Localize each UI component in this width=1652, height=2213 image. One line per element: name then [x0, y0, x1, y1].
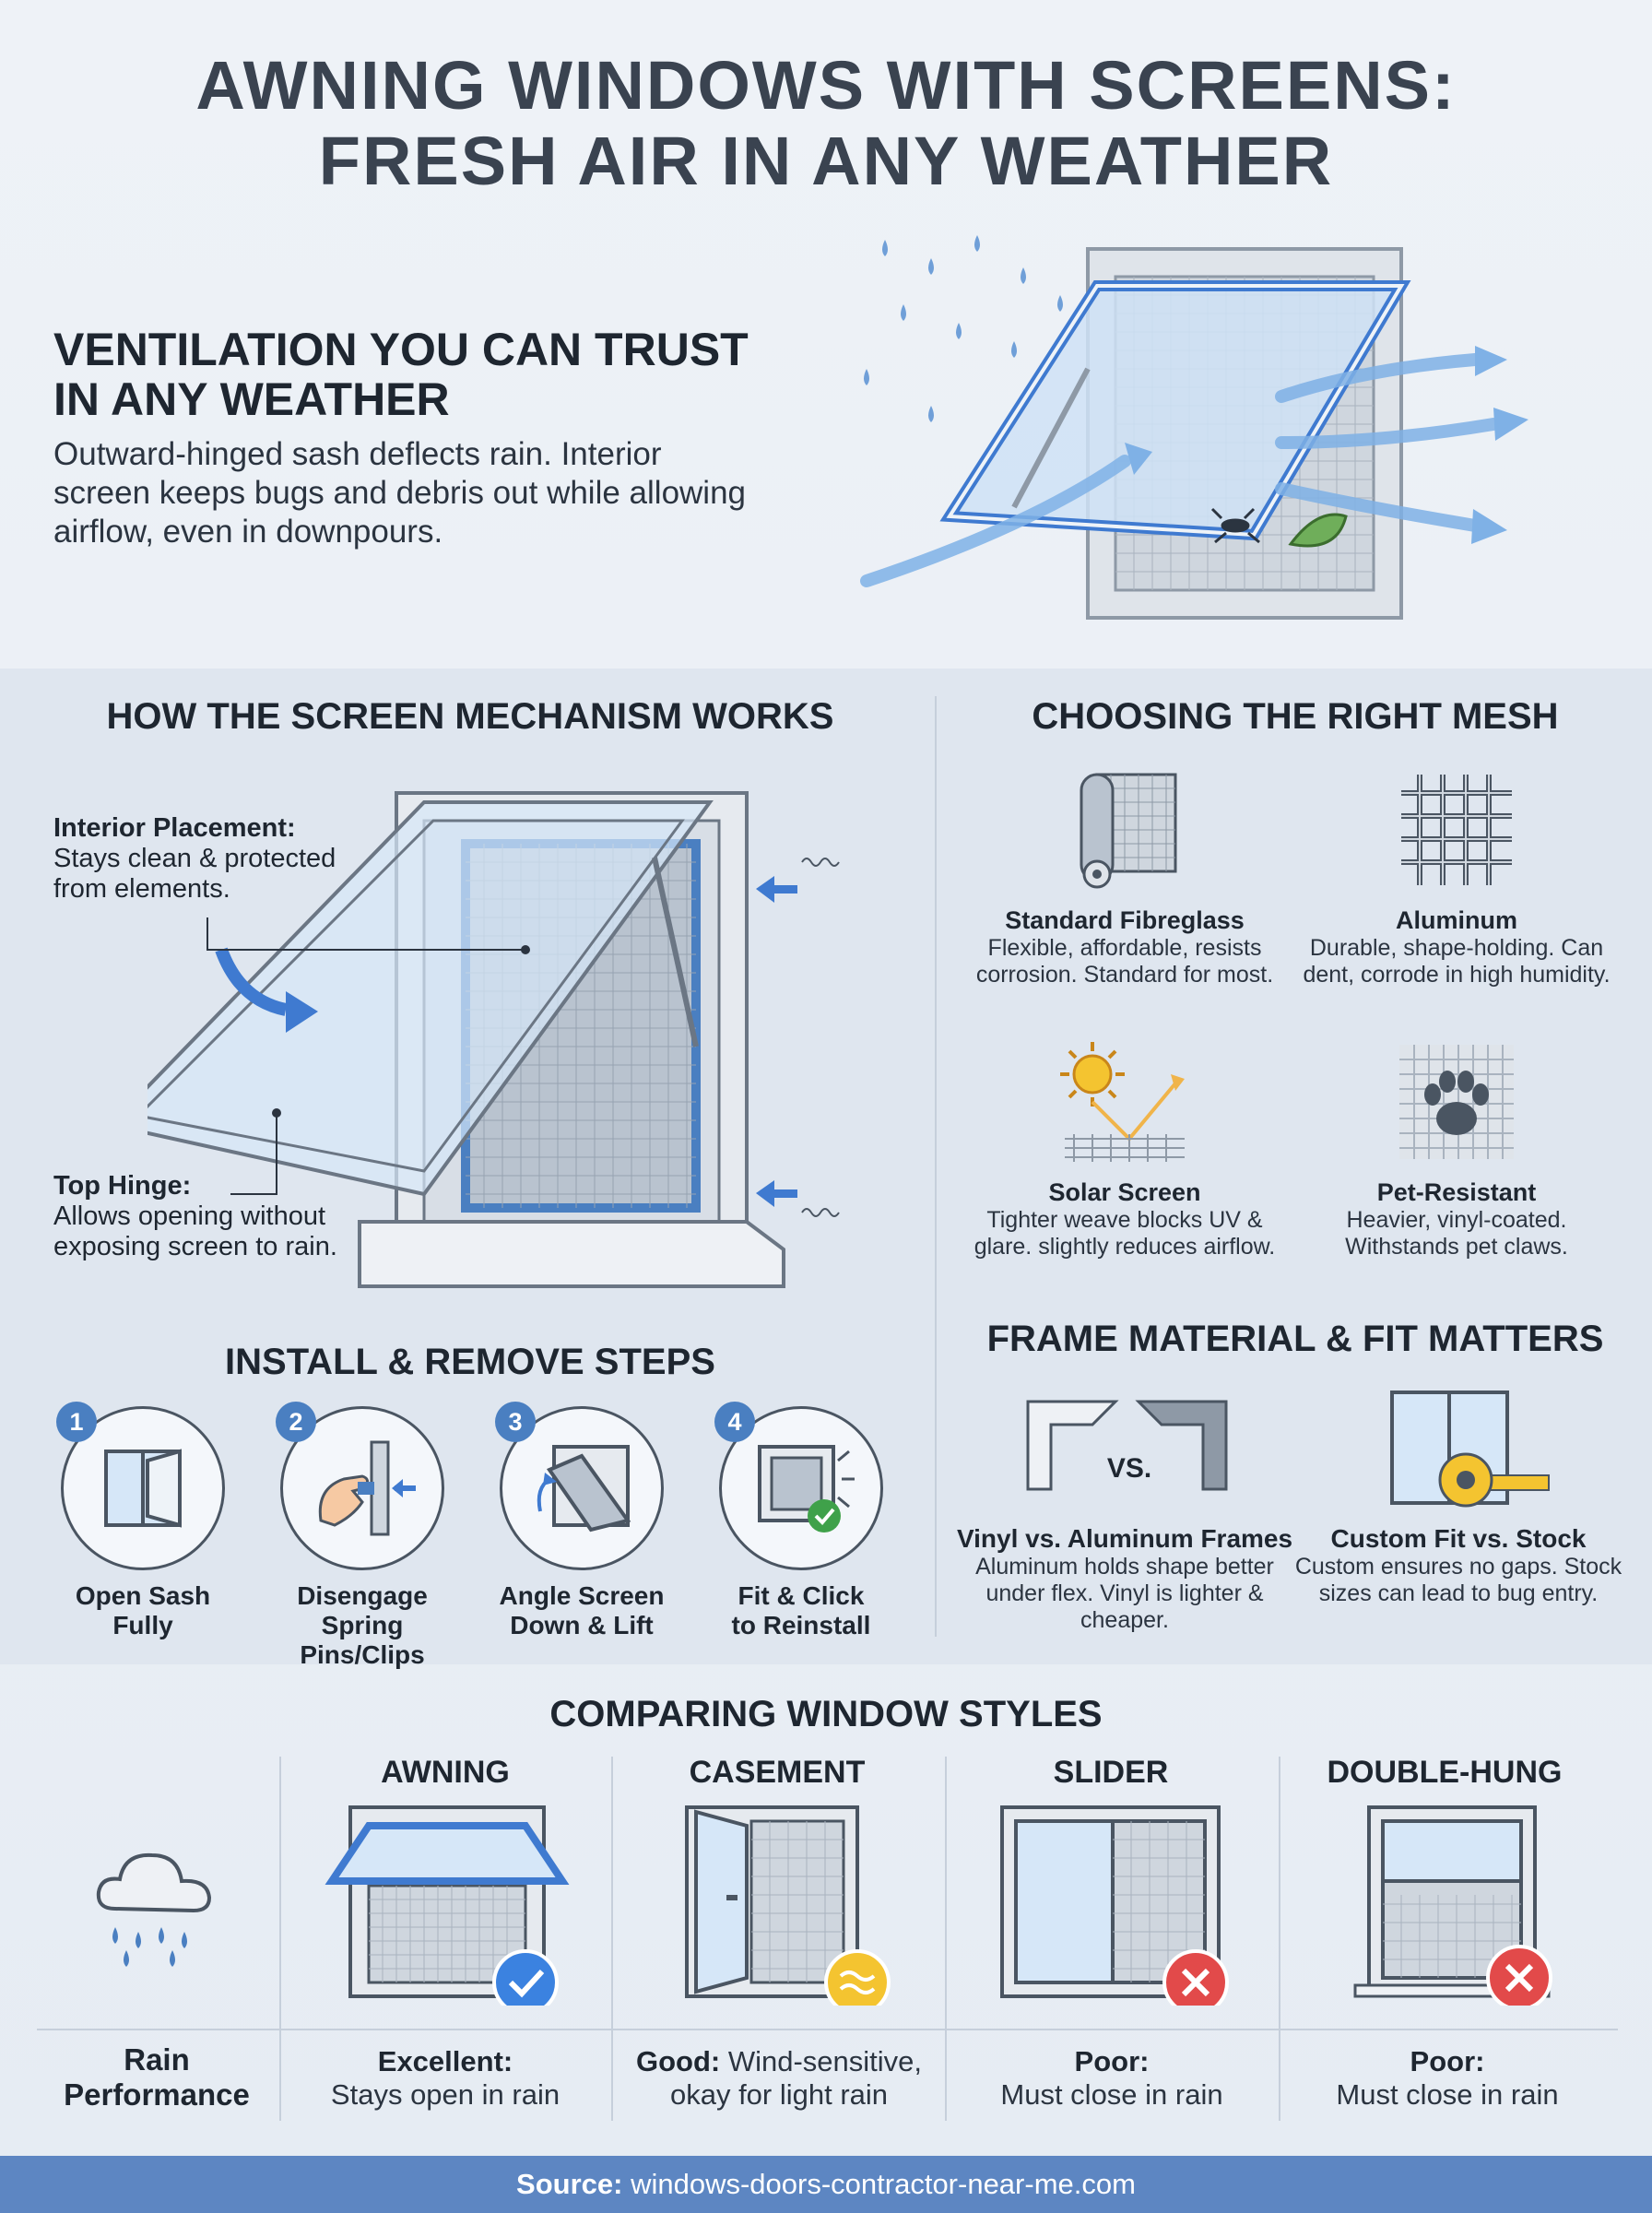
- hero-heading: VENTILATION YOU CAN TRUST IN ANY WEATHER: [53, 325, 809, 424]
- frame-item-name: Custom Fit vs. Stock: [1330, 1524, 1587, 1553]
- install-step-2: 2 Disengage Spring Pins/Clips: [256, 1402, 468, 1670]
- mesh-item-aluminum: Aluminum Durable, shape-holding. Can den…: [1295, 761, 1618, 988]
- install-title: INSTALL & REMOVE STEPS: [225, 1342, 715, 1382]
- page-title-line1: AWNING WINDOWS WITH SCREENS:: [195, 47, 1457, 124]
- rating-double-hung: Poor: Must close in rain: [1336, 2045, 1559, 2111]
- step-label: Open Sash Fully: [75, 1581, 211, 1639]
- frame-corners-icon: [1026, 1400, 1228, 1491]
- callout-interior-text: Stays clean & protected from elements.: [53, 844, 336, 904]
- section-divider: [935, 696, 937, 1637]
- mesh-item-pet: Pet-Resistant Heavier, vinyl-coated. Wit…: [1295, 1033, 1618, 1260]
- rating-awning: Excellent: Stays open in rain: [330, 2045, 560, 2111]
- raindrops-icon: [864, 235, 1063, 422]
- column-header-slider: SLIDER: [1053, 1755, 1169, 1790]
- mesh-item-fibreglass: Standard Fibreglass Flexible, affordable…: [963, 761, 1286, 988]
- frame-item-name: Vinyl vs. Aluminum Frames: [956, 1524, 1293, 1553]
- casement-window-icon: [685, 1805, 891, 2006]
- mesh-desc: Tighter weave blocks UV & glare. slightl…: [974, 1207, 1276, 1260]
- bug-icon: [1210, 507, 1260, 544]
- callout-hinge-text: Allows opening without exposing screen t…: [53, 1201, 337, 1261]
- callout-hinge: Top Hinge: Allows opening without exposi…: [53, 1171, 385, 1262]
- paw-print-icon: [1399, 1045, 1514, 1159]
- frame-title: FRAME MATERIAL & FIT MATTERS: [986, 1319, 1604, 1359]
- column-header-casement: CASEMENT: [689, 1755, 866, 1790]
- double-hung-window-icon: [1353, 1805, 1552, 2006]
- mesh-name: Standard Fibreglass: [1005, 906, 1245, 934]
- mesh-desc: Flexible, affordable, resists corrosion.…: [975, 935, 1274, 988]
- hero-heading-line1: VENTILATION YOU CAN TRUST: [53, 324, 749, 375]
- hero-heading-line2: IN ANY WEATHER: [53, 373, 450, 425]
- mesh-item-solar: Solar Screen Tighter weave blocks UV & g…: [963, 1033, 1286, 1260]
- column-divider: [611, 1757, 613, 2121]
- aluminum-grid-icon: [1401, 775, 1512, 885]
- hand-clip-icon: [318, 1440, 416, 1536]
- spring-pin-icon: [801, 858, 840, 1217]
- sun-icon: [1060, 1042, 1185, 1162]
- source-footer: Source: windows-doors-contractor-near-me…: [0, 2156, 1652, 2213]
- step-number: 4: [714, 1402, 755, 1442]
- screen-mechanism-illustration: [148, 791, 840, 1288]
- column-divider: [1279, 1757, 1280, 2121]
- mechanism-title: HOW THE SCREEN MECHANISM WORKS: [106, 696, 834, 737]
- install-step-4: 4 Fit & Click to Reinstall: [695, 1402, 907, 1640]
- mesh-desc: Heavier, vinyl-coated. Withstands pet cl…: [1345, 1207, 1568, 1260]
- open-sash-icon: [104, 1449, 182, 1528]
- vs-label: VS.: [1106, 1453, 1152, 1484]
- page-title: AWNING WINDOWS WITH SCREENS: FRESH AIR I…: [0, 48, 1652, 199]
- airflow-arrows-icon: [860, 353, 1500, 587]
- page-title-line2: FRESH AIR IN ANY WEATHER: [318, 123, 1334, 199]
- callout-hinge-label: Top Hinge:: [53, 1171, 192, 1201]
- callout-interior-label: Interior Placement:: [53, 813, 296, 843]
- rain-cloud-icon: [96, 1852, 212, 1967]
- column-header-awning: AWNING: [381, 1755, 510, 1790]
- mesh-title: CHOOSING THE RIGHT MESH: [1032, 696, 1559, 737]
- frame-item-custom-fit: Custom Fit vs. Stock Custom ensures no g…: [1288, 1524, 1629, 1607]
- slider-window-icon: [1000, 1805, 1229, 2006]
- mesh-desc: Durable, shape-holding. Can dent, corrod…: [1303, 935, 1611, 988]
- compare-title: COMPARING WINDOW STYLES: [549, 1694, 1103, 1734]
- check-badge-icon: [492, 1949, 559, 2006]
- row-label-rain-performance: Rain Performance: [64, 2042, 250, 2112]
- install-step-1: 1 Open Sash Fully: [37, 1402, 249, 1640]
- install-step-3: 3 Angle Screen Down & Lift: [476, 1402, 688, 1640]
- frame-item-desc: Aluminum holds shape better under flex. …: [975, 1554, 1274, 1633]
- step-number: 3: [495, 1402, 536, 1442]
- callout-interior: Interior Placement: Stays clean & protec…: [53, 813, 385, 905]
- step-number: 2: [276, 1402, 316, 1442]
- source-label: Source:: [516, 2168, 623, 2200]
- step-label: Angle Screen Down & Lift: [499, 1581, 665, 1639]
- column-divider: [279, 1757, 281, 2121]
- mesh-name: Solar Screen: [1048, 1178, 1201, 1206]
- rating-slider: Poor: Must close in rain: [1000, 2045, 1223, 2111]
- step-label: Fit & Click to Reinstall: [731, 1581, 871, 1639]
- column-divider: [945, 1757, 947, 2121]
- mesh-roll-icon: [1080, 773, 1177, 889]
- rating-casement: Good: Wind-sensitive, okay for light rai…: [635, 2045, 923, 2111]
- fit-click-icon: [758, 1445, 855, 1533]
- hero-body: Outward-hinged sash deflects rain. Inter…: [53, 436, 747, 550]
- frame-item-desc: Custom ensures no gaps. Stock sizes can …: [1294, 1554, 1622, 1606]
- angle-screen-icon: [537, 1445, 631, 1533]
- source-link[interactable]: windows-doors-contractor-near-me.com: [631, 2168, 1136, 2200]
- mesh-name: Pet-Resistant: [1376, 1178, 1537, 1206]
- awning-window-illustration: [860, 235, 1528, 620]
- step-label: Disengage Spring Pins/Clips: [297, 1581, 428, 1669]
- leaf-icon: [1288, 513, 1348, 548]
- awning-window-icon: [324, 1805, 570, 2006]
- step-number: 1: [56, 1402, 97, 1442]
- mesh-name: Aluminum: [1396, 906, 1517, 934]
- column-header-double-hung: DOUBLE-HUNG: [1327, 1755, 1563, 1790]
- row-divider: [37, 2029, 1618, 2030]
- cross-badge-icon: [1162, 1949, 1229, 2006]
- window-tape-measure-icon: [1390, 1391, 1550, 1508]
- frame-item-vinyl-aluminum: Vinyl vs. Aluminum Frames Aluminum holds…: [954, 1524, 1295, 1634]
